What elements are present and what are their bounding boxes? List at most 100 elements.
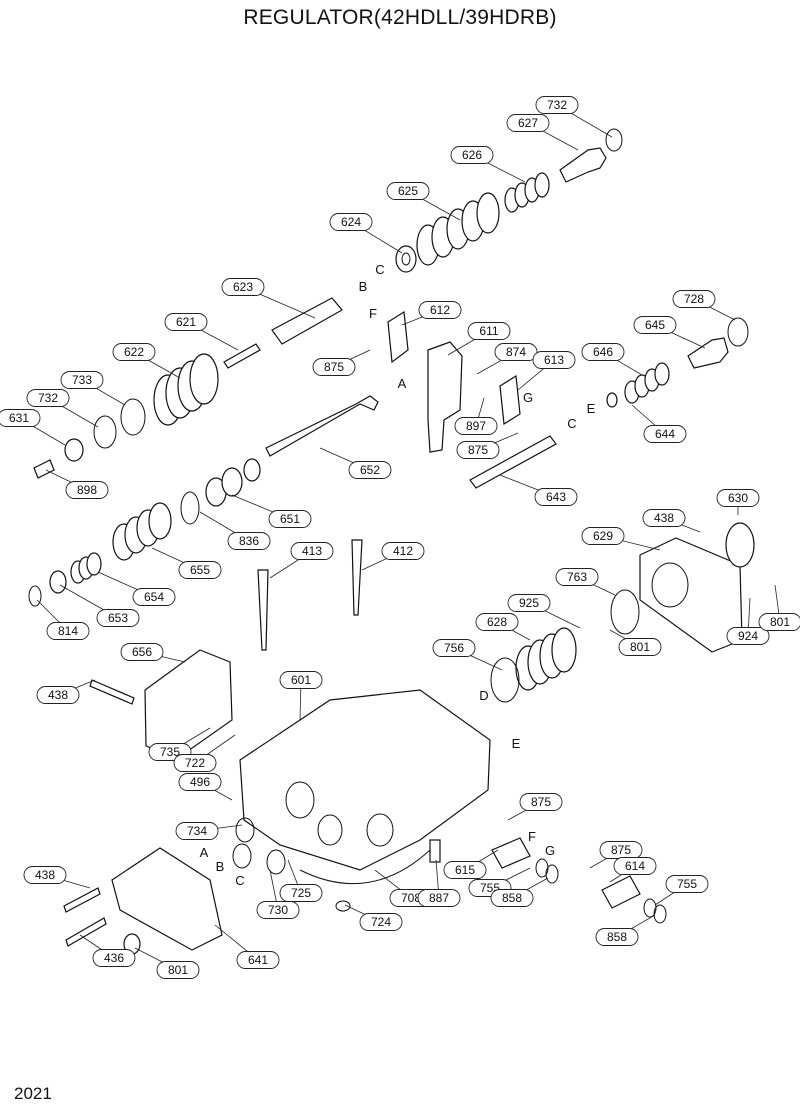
callout-733: 733 <box>60 371 104 389</box>
callout-628: 628 <box>475 613 519 631</box>
spring-625 <box>416 192 500 266</box>
callout-pill <box>643 425 687 443</box>
callout-number: 875 <box>324 360 344 374</box>
o-ring-732-top <box>605 128 623 152</box>
callout-641: 641 <box>236 951 280 969</box>
callout-number: 626 <box>462 148 482 162</box>
callout-858: 858 <box>490 889 534 907</box>
callout-pill <box>475 613 519 631</box>
callout-734: 734 <box>175 822 219 840</box>
callout-number: 413 <box>302 544 322 558</box>
spring-626 <box>504 172 550 213</box>
callout-pill <box>450 146 494 164</box>
callout-pill <box>120 643 164 661</box>
rod-652 <box>265 395 379 457</box>
callout-858: 858 <box>595 928 639 946</box>
port-letter-f: F <box>528 829 536 844</box>
o-ring-724 <box>335 900 351 912</box>
callout-number: 438 <box>48 688 68 702</box>
callout-724: 724 <box>359 913 403 931</box>
callout-number: 725 <box>291 886 311 900</box>
pin-643 <box>469 435 557 489</box>
callout-pill <box>312 358 356 376</box>
callout-number: 801 <box>630 640 650 654</box>
callout-801: 801 <box>758 613 800 631</box>
callout-pill <box>46 622 90 640</box>
callout-725: 725 <box>279 884 323 902</box>
callout-pill <box>417 889 461 907</box>
o-ring-763 <box>610 589 640 635</box>
port-letter-b: B <box>216 859 225 874</box>
spring-654 <box>70 552 102 584</box>
callout-814: 814 <box>46 622 90 640</box>
callout-pill <box>96 609 140 627</box>
port-letter-a: A <box>200 845 209 860</box>
callout-614: 614 <box>613 857 657 875</box>
callout-801: 801 <box>156 961 200 979</box>
callout-655: 655 <box>178 561 222 579</box>
ring-836 <box>180 491 200 525</box>
callout-pill <box>595 928 639 946</box>
bolt-436 <box>65 917 107 947</box>
sleeve-622 <box>153 353 219 426</box>
housing-601 <box>239 689 491 871</box>
callout-438: 438 <box>36 686 80 704</box>
callout-number: 732 <box>547 98 567 112</box>
callout-924: 924 <box>726 627 770 645</box>
callout-number: 763 <box>567 570 587 584</box>
callout-number: 646 <box>593 345 613 359</box>
callout-436: 436 <box>92 949 136 967</box>
plate-656 <box>144 649 233 759</box>
callout-874: 874 <box>494 343 538 361</box>
callout-number: 643 <box>546 490 566 504</box>
callout-651: 651 <box>268 510 312 528</box>
callout-number: 628 <box>487 615 507 629</box>
callout-836: 836 <box>227 532 271 550</box>
o-ring-728 <box>727 317 749 347</box>
callout-pill <box>65 481 109 499</box>
callout-number: 624 <box>341 215 361 229</box>
callout-number: 735 <box>160 745 180 759</box>
callout-621: 621 <box>164 313 208 331</box>
lever-613 <box>499 374 521 426</box>
callout-pill <box>0 409 41 427</box>
callout-656: 656 <box>120 643 164 661</box>
port-letter-c: C <box>235 873 244 888</box>
callout-pill <box>178 773 222 791</box>
callout-pill <box>60 371 104 389</box>
callout-number: 412 <box>393 544 413 558</box>
plug-627 <box>559 147 607 183</box>
callout-732: 732 <box>26 389 70 407</box>
callout-pill <box>175 822 219 840</box>
callout-643: 643 <box>534 488 578 506</box>
callout-pill <box>581 527 625 545</box>
o-ring-756 <box>490 657 520 703</box>
callout-412: 412 <box>381 542 425 560</box>
callout-pill <box>418 301 462 319</box>
callout-number: 652 <box>360 463 380 477</box>
callout-number: 898 <box>77 483 97 497</box>
callout-pill <box>381 542 425 560</box>
callout-730: 730 <box>256 901 300 919</box>
lever-612 <box>387 310 409 364</box>
callout-pill <box>490 889 534 907</box>
callout-pill <box>672 290 716 308</box>
bolt-438-left <box>89 679 135 705</box>
callout-801: 801 <box>618 638 662 656</box>
callout-626: 626 <box>450 146 494 164</box>
port-letter-e: E <box>512 736 521 751</box>
callout-number: 728 <box>684 292 704 306</box>
callout-pill <box>173 754 217 772</box>
callout-601: 601 <box>279 671 323 689</box>
port-letter-a: A <box>398 376 407 391</box>
callout-pill <box>256 901 300 919</box>
callout-number: 627 <box>518 116 538 130</box>
callout-756: 756 <box>432 639 476 657</box>
callout-644: 644 <box>643 425 687 443</box>
callout-number: 629 <box>593 529 613 543</box>
callout-number: 613 <box>544 353 564 367</box>
callout-629: 629 <box>581 527 625 545</box>
callout-pill <box>132 588 176 606</box>
callout-number: 438 <box>654 511 674 525</box>
washer-644 <box>606 392 618 408</box>
